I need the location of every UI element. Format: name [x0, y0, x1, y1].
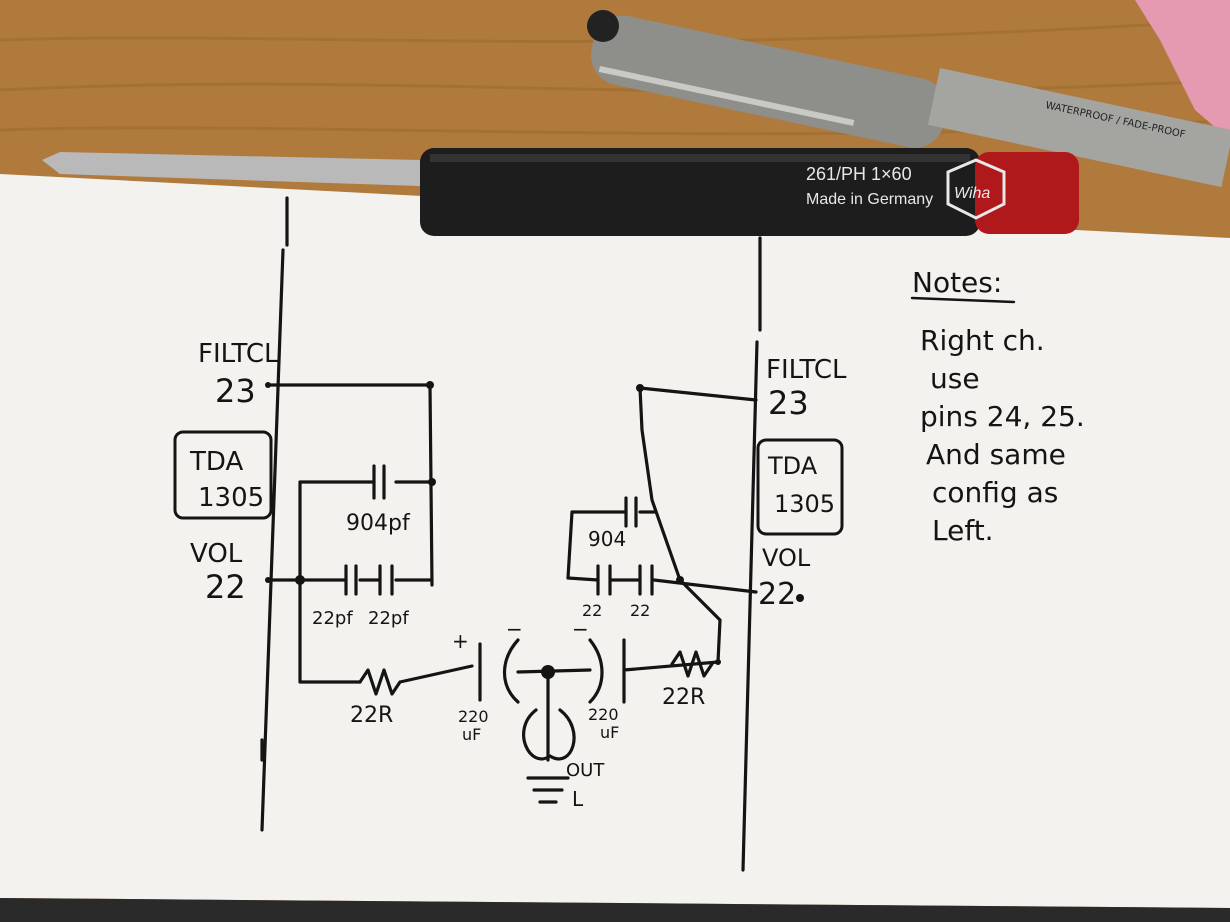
plus-sign-left: + [452, 629, 469, 653]
wiha-logo: Wiha [946, 158, 1006, 220]
notes-line-2: use [930, 362, 980, 395]
right-electrolytic-value: 220 [588, 705, 619, 724]
output-channel: L [572, 787, 584, 811]
notes-line-1: Right ch. [920, 324, 1045, 357]
right-cap-904: 904 [588, 527, 626, 551]
schematic: FILTCL 23 TDA 1305 VOL 22 904pf 22pf 22p… [173, 196, 1085, 872]
right-electrolytic-unit: uF [600, 723, 619, 742]
left-electrolytic-value: 220 [458, 707, 489, 726]
left-chip-edge [260, 196, 289, 832]
pen: WATERPROOF / FADE-PROOF [587, 10, 1230, 188]
right-cap-22-b: 22 [630, 601, 650, 620]
left-pin-22: 22 [205, 568, 246, 606]
right-chip-box [756, 438, 844, 536]
notes-line-6: Left. [932, 514, 994, 547]
notes-block: Notes: Right ch. use pins 24, 25. And sa… [910, 266, 1085, 547]
right-chip-number: 1305 [774, 490, 835, 518]
left-chip-name: TDA [189, 447, 243, 477]
right-pin-label-filtcl: FILTCL [766, 355, 847, 385]
right-chip-name: TDA [767, 452, 818, 480]
left-chip-number: 1305 [198, 483, 264, 513]
screwdriver-model: 261/PH 1×60 [806, 164, 912, 184]
minus-sign-left: − [506, 617, 523, 641]
output-label: OUT [566, 760, 605, 781]
left-electrolytic-unit: uF [462, 725, 481, 744]
notes-heading: Notes: [912, 266, 1002, 299]
left-cap-22pf-b: 22pf [368, 608, 409, 629]
left-cap-22pf-a: 22pf [312, 608, 353, 629]
left-pin-label-vol: VOL [190, 539, 243, 569]
right-chip-edge [741, 236, 762, 872]
notes-line-5: config as [932, 476, 1058, 509]
screwdriver-icon: 261/PH 1×60 Made in Germany Wiha [42, 148, 1079, 236]
left-chip-box [173, 430, 273, 520]
right-pin-23: 23 [768, 384, 809, 422]
right-pin-label-vol: VOL [762, 544, 811, 572]
left-pin-label-filtcl: FILTCL [198, 339, 279, 369]
minus-sign-right: − [572, 617, 589, 641]
right-cap-22-a: 22 [582, 601, 602, 620]
left-cap-904pf: 904pf [346, 511, 411, 536]
right-pin-22: 22 [758, 577, 796, 612]
screwdriver-origin: Made in Germany [806, 191, 933, 208]
left-resistor-22r: 22R [350, 703, 393, 728]
left-pin-23: 23 [215, 372, 256, 410]
pink-wrapper [1135, 0, 1230, 140]
notes-line-3: pins 24, 25. [920, 400, 1085, 433]
brand-name: Wiha [954, 185, 990, 202]
right-resistor-22r: 22R [662, 685, 705, 710]
paper-sheet [0, 174, 1230, 922]
notes-line-4: And same [926, 438, 1066, 471]
